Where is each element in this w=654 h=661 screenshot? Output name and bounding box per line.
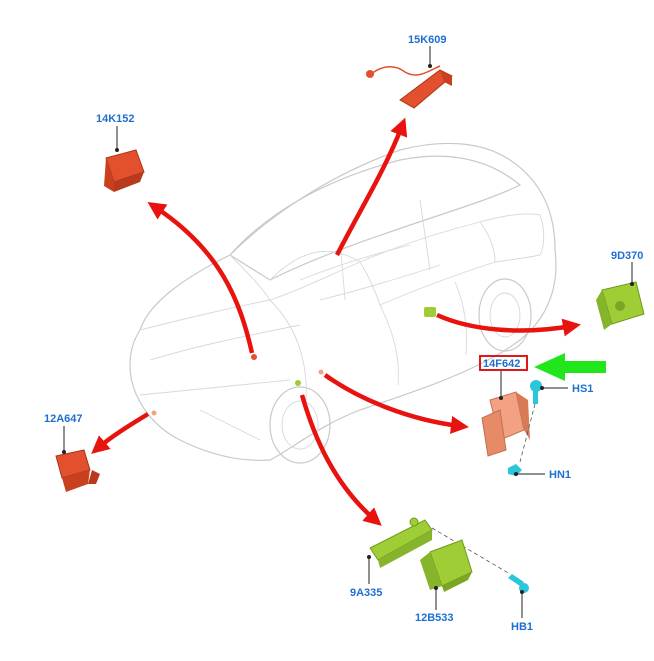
- fastener-hs1: [519, 380, 568, 463]
- label-12b533: 12B533: [415, 612, 454, 624]
- label-hs1: HS1: [572, 383, 593, 395]
- part-14f642: [479, 355, 530, 457]
- label-14k152: 14K152: [96, 113, 135, 125]
- vehicle-wireframe: [129, 142, 557, 464]
- part-9a335: [367, 517, 511, 584]
- fastener-hn1: [508, 464, 545, 476]
- part-14k152: [104, 126, 145, 192]
- part-15k609: [366, 46, 453, 109]
- label-9a335: 9A335: [350, 587, 382, 599]
- arrow-to-9d370: [436, 312, 581, 337]
- label-12a647: 12A647: [44, 413, 83, 425]
- red-arrows: [91, 117, 581, 526]
- arrow-to-12a647: [91, 412, 150, 454]
- arrow-to-9a335: [299, 394, 382, 526]
- arrow-to-14k152: [147, 202, 255, 354]
- label-9d370: 9D370: [611, 250, 643, 262]
- arrow-to-15k609: [334, 117, 408, 257]
- green-arrow: [534, 353, 606, 381]
- label-hb1: HB1: [511, 621, 533, 633]
- part-12a647: [55, 426, 100, 492]
- label-hn1: HN1: [549, 469, 571, 481]
- fastener-hb1: [508, 574, 529, 618]
- label-15k609: 15K609: [408, 34, 447, 46]
- label-14f642: 14F642: [483, 358, 520, 370]
- arrow-to-14f642: [323, 373, 469, 434]
- highlight-box: [479, 355, 528, 371]
- part-9d370: [596, 262, 645, 330]
- part-12b533: [420, 539, 473, 610]
